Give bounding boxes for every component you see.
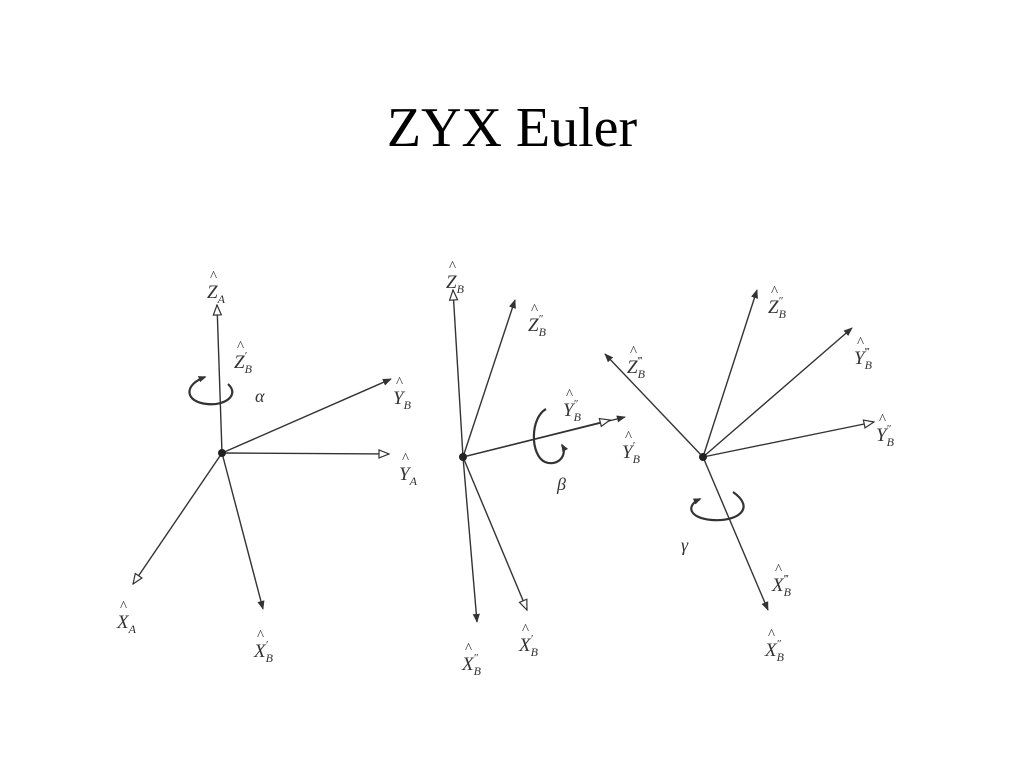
frame-1-axis-x5 — [221, 452, 265, 610]
frame-1: ^ZA ^ZB′ ^YB ^YA ^XA ^XB′ α — [116, 269, 418, 665]
frame-3-axis-z1 — [604, 353, 704, 458]
frame-1-axis-label-x5: ^XB′ — [253, 628, 274, 665]
frame-3-axis-label-y2: ^YB‴ — [854, 335, 873, 372]
frame-3-axis-y2 — [702, 327, 853, 458]
frame-1-axis-label-y2: ^YB — [393, 375, 412, 412]
frame-1-axis-label-x4: ^XA — [116, 599, 137, 636]
slide-title: ZYX Euler — [386, 97, 638, 159]
frame-2-rotation-angle: β — [556, 474, 566, 494]
frame-2: ^ZB ^ZB″ ^YB″ ^YB′ ^XB″ ^XB′ β — [446, 259, 641, 678]
frame-2-axis-x5 — [462, 456, 528, 610]
frame-2-axis-label-x4: ^XB″ — [461, 641, 482, 678]
frame-2-axis-z0 — [453, 290, 464, 458]
frame-1-axis-label-z0: ^ZA — [207, 269, 226, 306]
frame-1-axis-x4 — [133, 452, 223, 584]
frame-1-axis-z0 — [217, 305, 223, 454]
frame-3-axis-label-y3: ^YB″ — [876, 412, 895, 449]
frame-2-axis-y3 — [462, 420, 610, 458]
frames-layer: ^ZA ^ZB′ ^YB ^YA ^XA ^XB′ α ^ZB ^ZB″ ^YB″ ^YB′ ^XB″… — [116, 259, 895, 678]
frame-3-axis-x4 — [702, 456, 769, 611]
frame-1-axis-y3 — [221, 453, 389, 454]
frame-1-axis-label-z1: ^ZB′ — [234, 339, 253, 376]
frame-3-rotation-arrow — [690, 491, 745, 522]
frame-2-axis-label-x5: ^XB′ — [518, 622, 539, 659]
frame-1-rotation-arrow — [188, 375, 234, 406]
frame-2-axis-label-y3: ^YB′ — [622, 429, 641, 466]
frame-3-axis-y3 — [702, 422, 874, 458]
frame-2-axis-x4 — [462, 456, 480, 623]
frame-2-axis-label-z0: ^ZB — [446, 259, 465, 296]
frame-1-axis-y2 — [221, 378, 392, 454]
frame-3-axis-label-x4: ^XB‴ — [771, 562, 792, 599]
frame-3-origin-point — [699, 453, 707, 461]
frame-3: ^ZB″ ^ZB‴ ^YB‴ ^YB″ ^XB‴ ^XB″ γ — [604, 284, 895, 664]
frame-1-axis-label-y3: ^YA — [399, 451, 418, 488]
frame-1-origin-point — [218, 449, 226, 457]
frame-3-axis-label-x5: ^XB″ — [764, 627, 785, 664]
frame-2-origin-point — [459, 453, 467, 461]
frame-3-rotation-angle: γ — [681, 535, 689, 555]
frame-3-axis-label-z0: ^ZB″ — [768, 284, 787, 321]
frame-2-rotation-arrow — [532, 408, 569, 465]
frame-2-axis-z1 — [462, 299, 516, 458]
frame-1-rotation-angle: α — [255, 386, 265, 406]
frame-3-axis-label-z1: ^ZB‴ — [627, 344, 646, 381]
frame-2-axis-label-y2: ^YB″ — [563, 387, 582, 424]
frame-2-axis-label-z1: ^ZB″ — [528, 302, 547, 339]
frame-3-axis-z0 — [702, 289, 758, 458]
